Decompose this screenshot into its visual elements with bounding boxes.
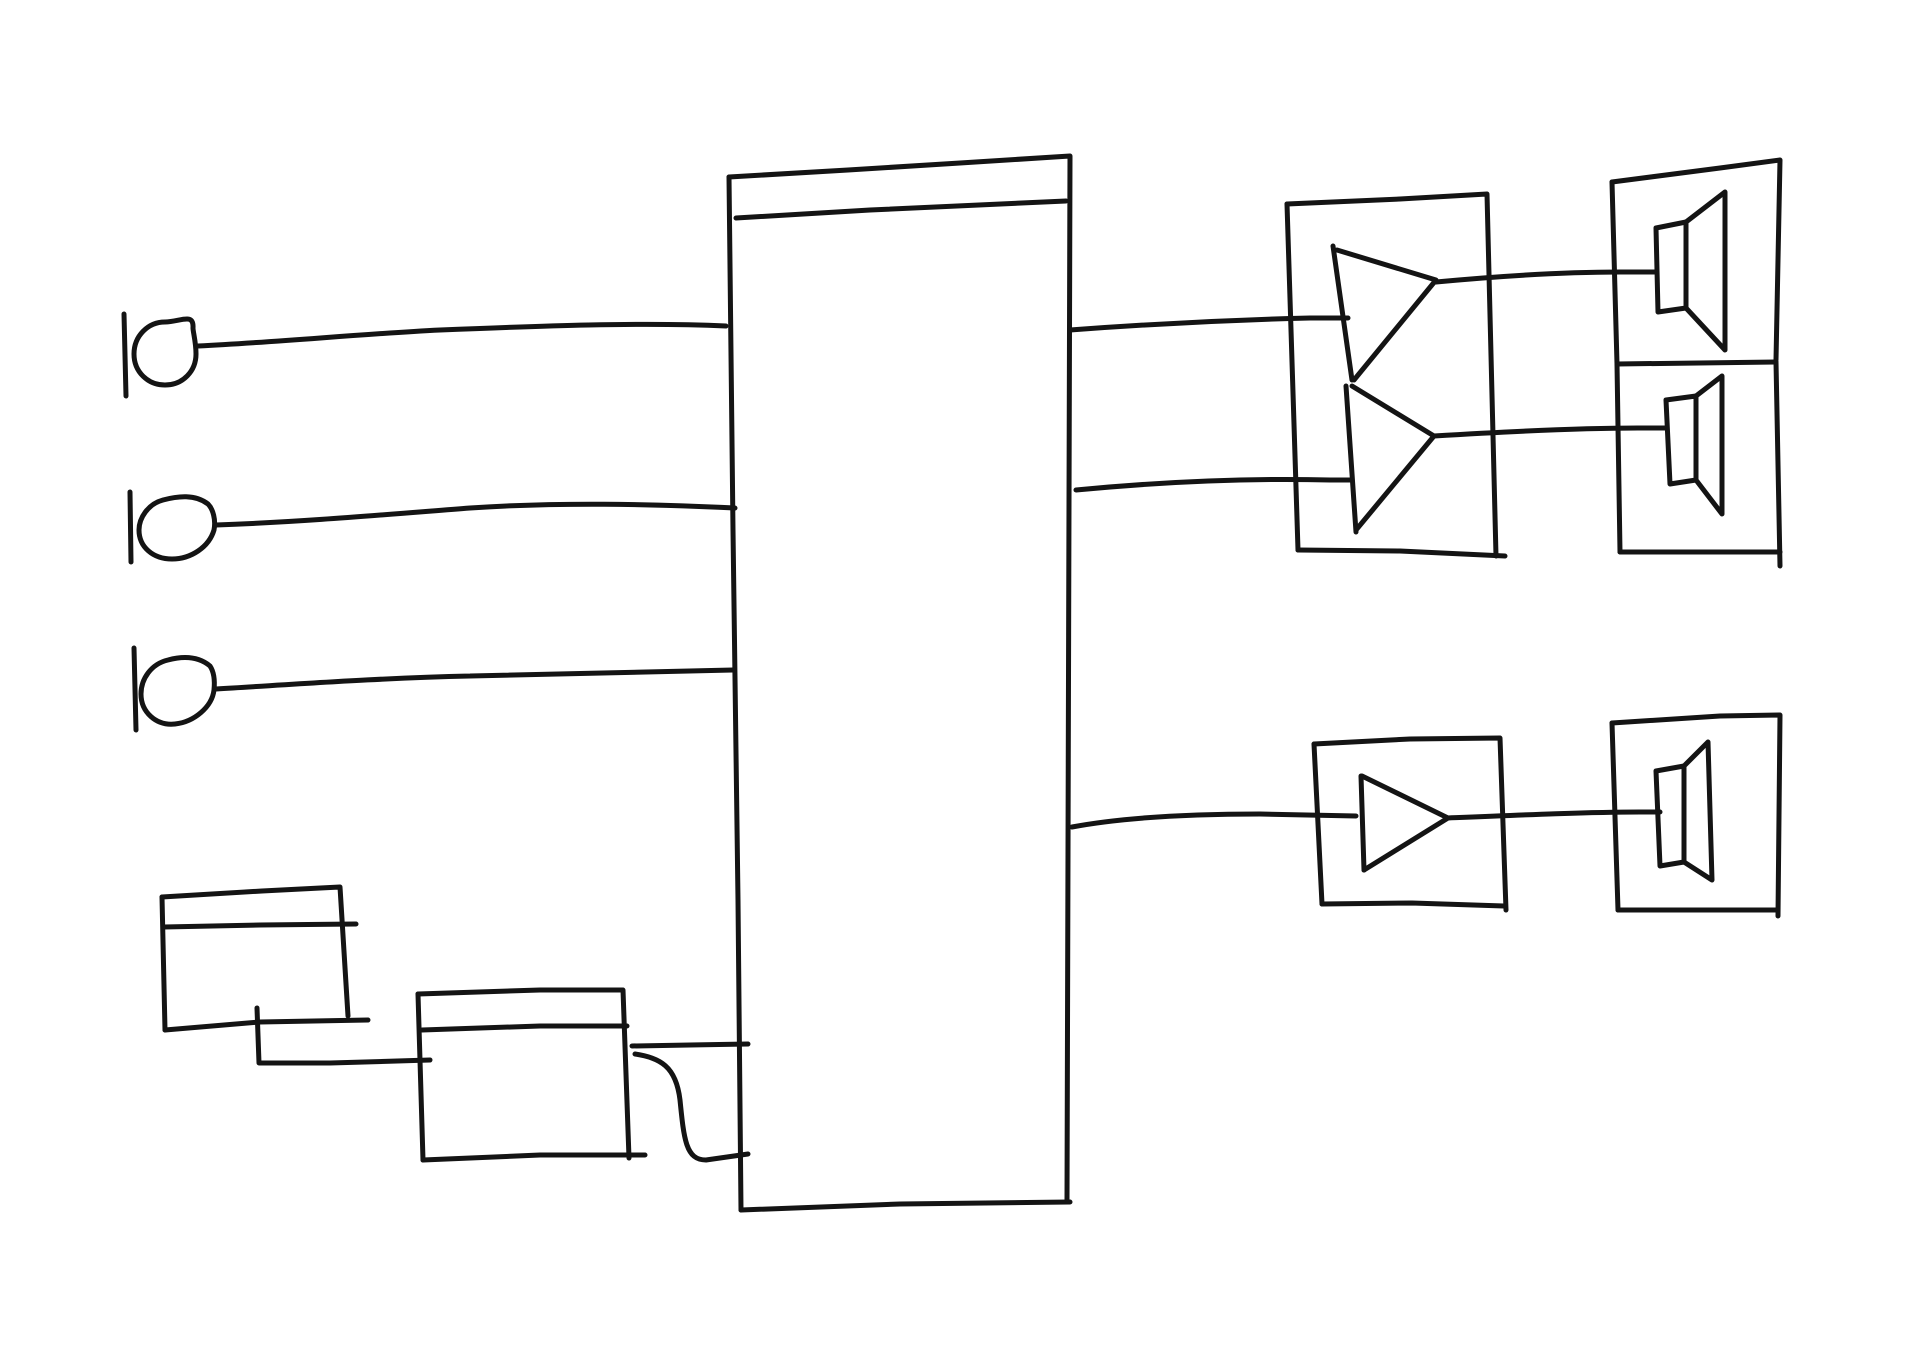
mixer [726, 153, 1073, 1213]
mixer-icon [726, 153, 1073, 1213]
device-to-mixer-cable-2 [632, 1051, 751, 1163]
mixer-out-2-cable [1073, 476, 1353, 493]
microphone-icon [127, 489, 218, 565]
device-box-icon [415, 987, 648, 1163]
microphone-2 [127, 489, 218, 565]
device-box-icon [159, 884, 371, 1033]
mixer-out-3-cable [1069, 811, 1359, 830]
speaker-3 [1609, 712, 1783, 919]
microphone-icon [121, 311, 199, 399]
signal-flow-sketch [121, 153, 1783, 1213]
amp-out-1-cable [1433, 269, 1659, 285]
speaker-2 [1614, 359, 1783, 569]
speaker-icon [1614, 359, 1783, 569]
speaker-icon [1609, 157, 1783, 367]
mic-2-cable [213, 501, 738, 528]
device-to-mixer-cable-1 [629, 1041, 751, 1049]
mic-1-cable [195, 321, 729, 349]
source-device-2 [415, 987, 648, 1163]
microphone-1 [121, 311, 199, 399]
speaker-icon [1609, 712, 1783, 919]
mic-3-cable [213, 667, 736, 692]
amp-out-2-cable [1431, 425, 1669, 439]
speaker-1 [1609, 157, 1783, 367]
amp-out-3-cable [1445, 809, 1663, 821]
source-device-1 [159, 884, 371, 1033]
device-link-cable [254, 1005, 433, 1066]
